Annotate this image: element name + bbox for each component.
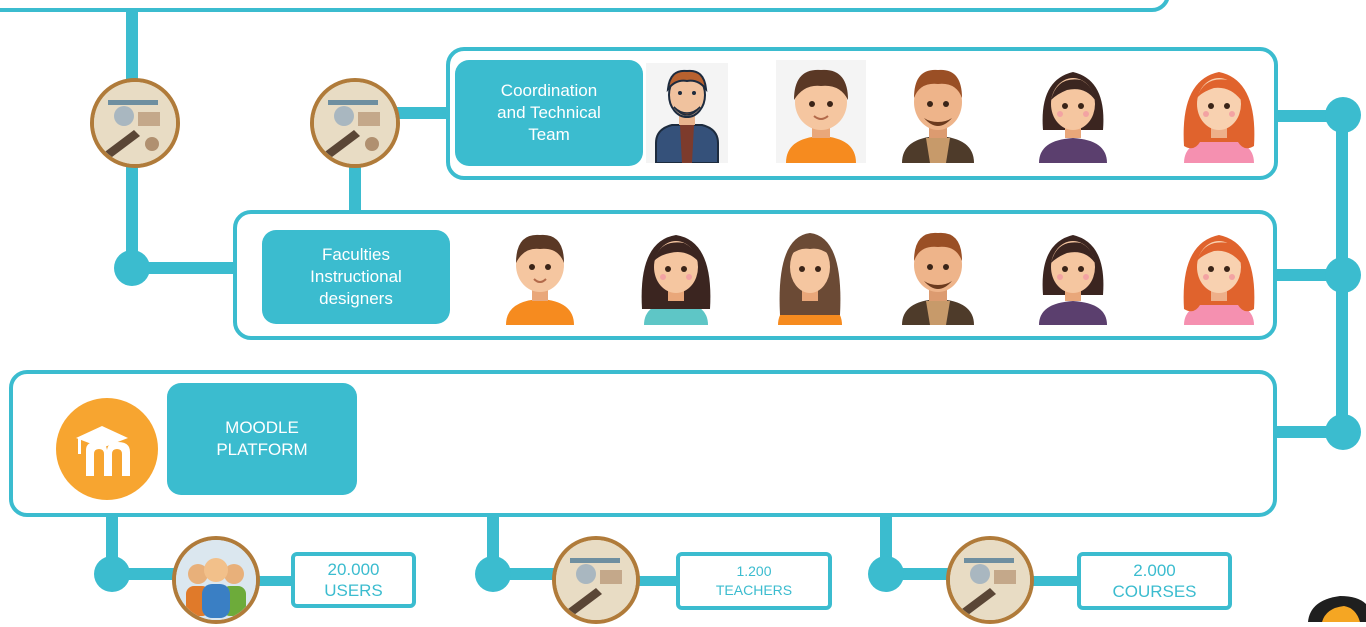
teachers-stat-value: 1.200	[736, 563, 772, 579]
mascot-graphic	[1300, 590, 1366, 622]
avatar-boy	[776, 60, 866, 163]
woman-dark-hair-icon	[1039, 235, 1107, 325]
elearning-badge	[90, 78, 180, 168]
woman-red-hair-icon	[1183, 235, 1255, 325]
boy-icon	[506, 234, 574, 325]
avatar-boy	[500, 225, 580, 325]
node-dot	[868, 556, 904, 592]
elearning-badge	[946, 536, 1034, 624]
mascot-icon	[1308, 596, 1366, 622]
elearning-badge-icon	[94, 82, 176, 164]
coordination-label-text: Coordination and Technical Team	[497, 81, 601, 144]
connector-bottom-3-stat	[1024, 576, 1080, 586]
elearning-badge-icon	[314, 82, 396, 164]
top-panel	[0, 0, 1170, 12]
users-group-icon	[176, 540, 256, 620]
woman-red-hair-icon	[1183, 72, 1255, 163]
courses-stat-value: 2.000	[1133, 561, 1176, 580]
elearning-badge	[310, 78, 400, 168]
users-badge	[172, 536, 260, 624]
connector-left-horizontal	[126, 262, 238, 274]
avatar-bearded-man	[898, 225, 978, 325]
avatar-woman-dark-hair	[1033, 225, 1113, 325]
moodle-label: MOODLE PLATFORM	[167, 383, 357, 495]
girl-teal-icon	[641, 235, 711, 325]
bearded-man-icon	[902, 69, 974, 163]
users-stat-value: 20.000	[327, 560, 380, 579]
teacher-icon	[655, 69, 719, 163]
node-dot	[1325, 257, 1361, 293]
moodle-logo	[56, 398, 158, 500]
elearning-badge-icon	[950, 540, 1030, 620]
avatar-woman-red-hair	[1178, 60, 1260, 163]
faculties-label-text: Faculties Instructional designers	[310, 245, 402, 308]
woman-long-hair-icon	[778, 233, 842, 325]
node-dot	[475, 556, 511, 592]
coordination-label: Coordination and Technical Team	[455, 60, 643, 166]
node-dot	[1325, 414, 1361, 450]
courses-stat-unit: COURSES	[1112, 582, 1197, 601]
avatar-girl-teal	[634, 225, 718, 325]
faculties-label: Faculties Instructional designers	[262, 230, 450, 324]
avatar-woman-red-hair	[1178, 225, 1260, 325]
avatar-woman-long-hair	[772, 225, 848, 325]
woman-dark-hair-icon	[1039, 72, 1107, 163]
connector-bottom-1-stat	[250, 576, 296, 586]
boy-icon	[786, 69, 856, 163]
users-stat-unit: USERS	[324, 581, 383, 600]
connector-bottom-2-stat	[630, 576, 680, 586]
node-dot	[94, 556, 130, 592]
avatar-bearded-man	[898, 60, 978, 163]
teachers-stat-unit: TEACHERS	[715, 582, 793, 598]
avatar-teacher	[646, 63, 728, 163]
node-dot	[114, 250, 150, 286]
avatar-woman-dark-hair	[1033, 60, 1113, 163]
node-dot	[1325, 97, 1361, 133]
elearning-badge-icon	[556, 540, 636, 620]
elearning-badge	[552, 536, 640, 624]
moodle-label-text: MOODLE PLATFORM	[216, 418, 308, 459]
connector-mid-horizontal	[395, 107, 451, 119]
bearded-man-icon	[902, 232, 974, 325]
moodle-logo-icon	[76, 426, 130, 476]
